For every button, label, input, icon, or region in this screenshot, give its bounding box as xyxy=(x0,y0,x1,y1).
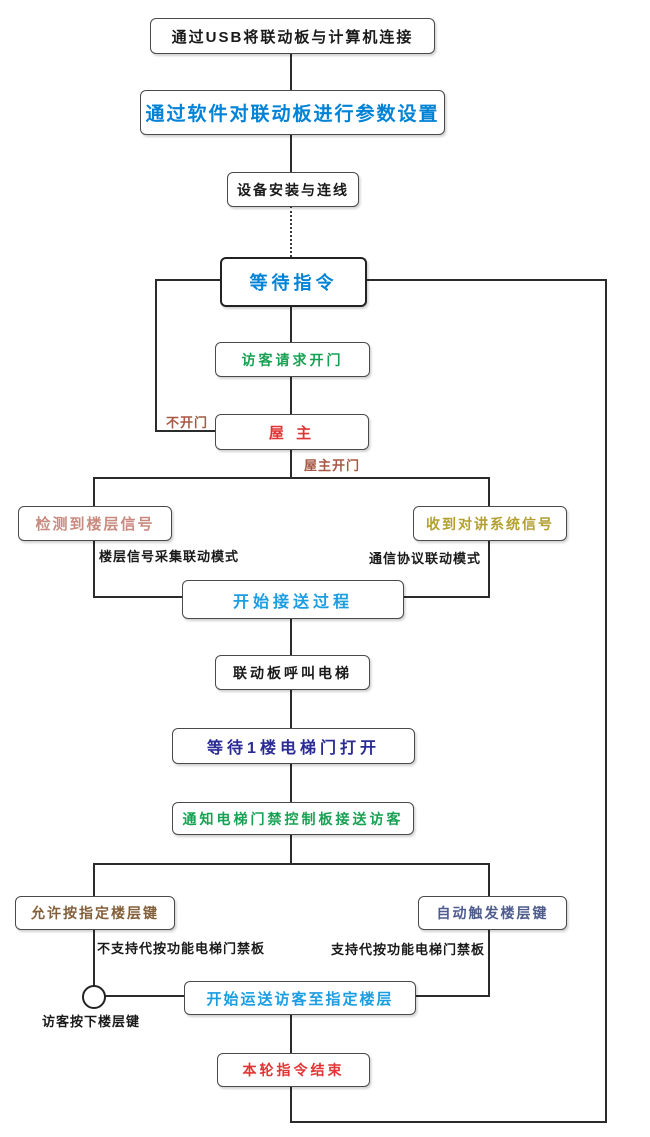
node-software-setup: 通过软件对联动板进行参数设置 xyxy=(140,90,445,135)
edge-label-no-open: 不开门 xyxy=(166,415,209,430)
node-detect-floor-signal: 检测到楼层信号 xyxy=(18,506,172,541)
edge-wait-left-loop-vertical xyxy=(155,279,157,432)
node-visitor-request: 访客请求开门 xyxy=(215,342,370,377)
edge-owner-to-split xyxy=(290,448,292,478)
node-wait-elevator-door: 等待1楼电梯门打开 xyxy=(172,728,415,764)
node-allow-floor-key: 允许按指定楼层键 xyxy=(15,896,175,930)
node-transport-visitor: 开始运送访客至指定楼层 xyxy=(184,981,416,1015)
edge-circle-to-transport xyxy=(104,995,185,997)
edge-label-floor-signal-mode: 楼层信号采集联动模式 xyxy=(99,549,240,564)
node-call-elevator: 联动板呼叫电梯 xyxy=(215,655,370,690)
edge-allowkey-to-circle xyxy=(93,928,95,986)
edge-label-no-proxy-press: 不支持代按功能电梯门禁板 xyxy=(97,941,266,956)
edge-label-visitor-press-key: 访客按下楼层键 xyxy=(42,1014,141,1029)
edge-split2-left-vertical xyxy=(93,863,95,896)
edge-startpickup-to-call xyxy=(290,617,292,655)
edge-label-proxy-press: 支持代按功能电梯门禁板 xyxy=(331,942,486,957)
edge-request-to-owner xyxy=(290,375,292,414)
edge-right-to-startpickup xyxy=(400,596,490,598)
node-intercom-signal: 收到对讲系统信号 xyxy=(413,506,567,541)
node-notify-access-board: 通知电梯门禁控制板接送访客 xyxy=(172,802,414,835)
node-owner: 屋 主 xyxy=(215,414,369,450)
node-usb-connect: 通过USB将联动板与计算机连接 xyxy=(150,18,435,54)
edge-install-to-wait-dotted xyxy=(290,206,292,257)
edge-split2-right-vertical xyxy=(488,863,490,896)
edge-noopen-to-owner xyxy=(155,430,215,432)
edge-split2-horizontal xyxy=(93,863,490,865)
edge-label-protocol-mode: 通信协议联动模式 xyxy=(369,551,482,566)
edge-right-loop-vertical xyxy=(605,279,607,1123)
edge-wait-to-request xyxy=(290,303,292,342)
edge-transport-right xyxy=(413,995,490,997)
node-auto-trigger-key: 自动触发楼层键 xyxy=(418,896,567,930)
edge-waitdoor-to-notify xyxy=(290,762,292,802)
edge-bottom-loop-horizontal xyxy=(290,1121,607,1123)
edge-software-to-install xyxy=(290,133,292,172)
edge-wait-right-loop xyxy=(362,279,607,281)
edge-autokey-down xyxy=(488,928,490,997)
edge-left-to-startpickup xyxy=(93,596,184,598)
node-start-pickup: 开始接送过程 xyxy=(182,580,404,619)
node-wait-command: 等待指令 xyxy=(220,257,367,307)
visitor-press-junction-circle xyxy=(82,985,106,1009)
edge-label-owner-open: 屋主开门 xyxy=(304,458,361,473)
edge-split1-horizontal xyxy=(93,477,490,479)
edge-notify-to-split2 xyxy=(290,833,292,865)
edge-call-to-waitdoor xyxy=(290,688,292,728)
node-end-command: 本轮指令结束 xyxy=(217,1053,370,1087)
node-device-install: 设备安装与连线 xyxy=(227,172,359,207)
edge-usb-to-software xyxy=(290,52,292,90)
edge-wait-left-loop-top xyxy=(155,279,220,281)
